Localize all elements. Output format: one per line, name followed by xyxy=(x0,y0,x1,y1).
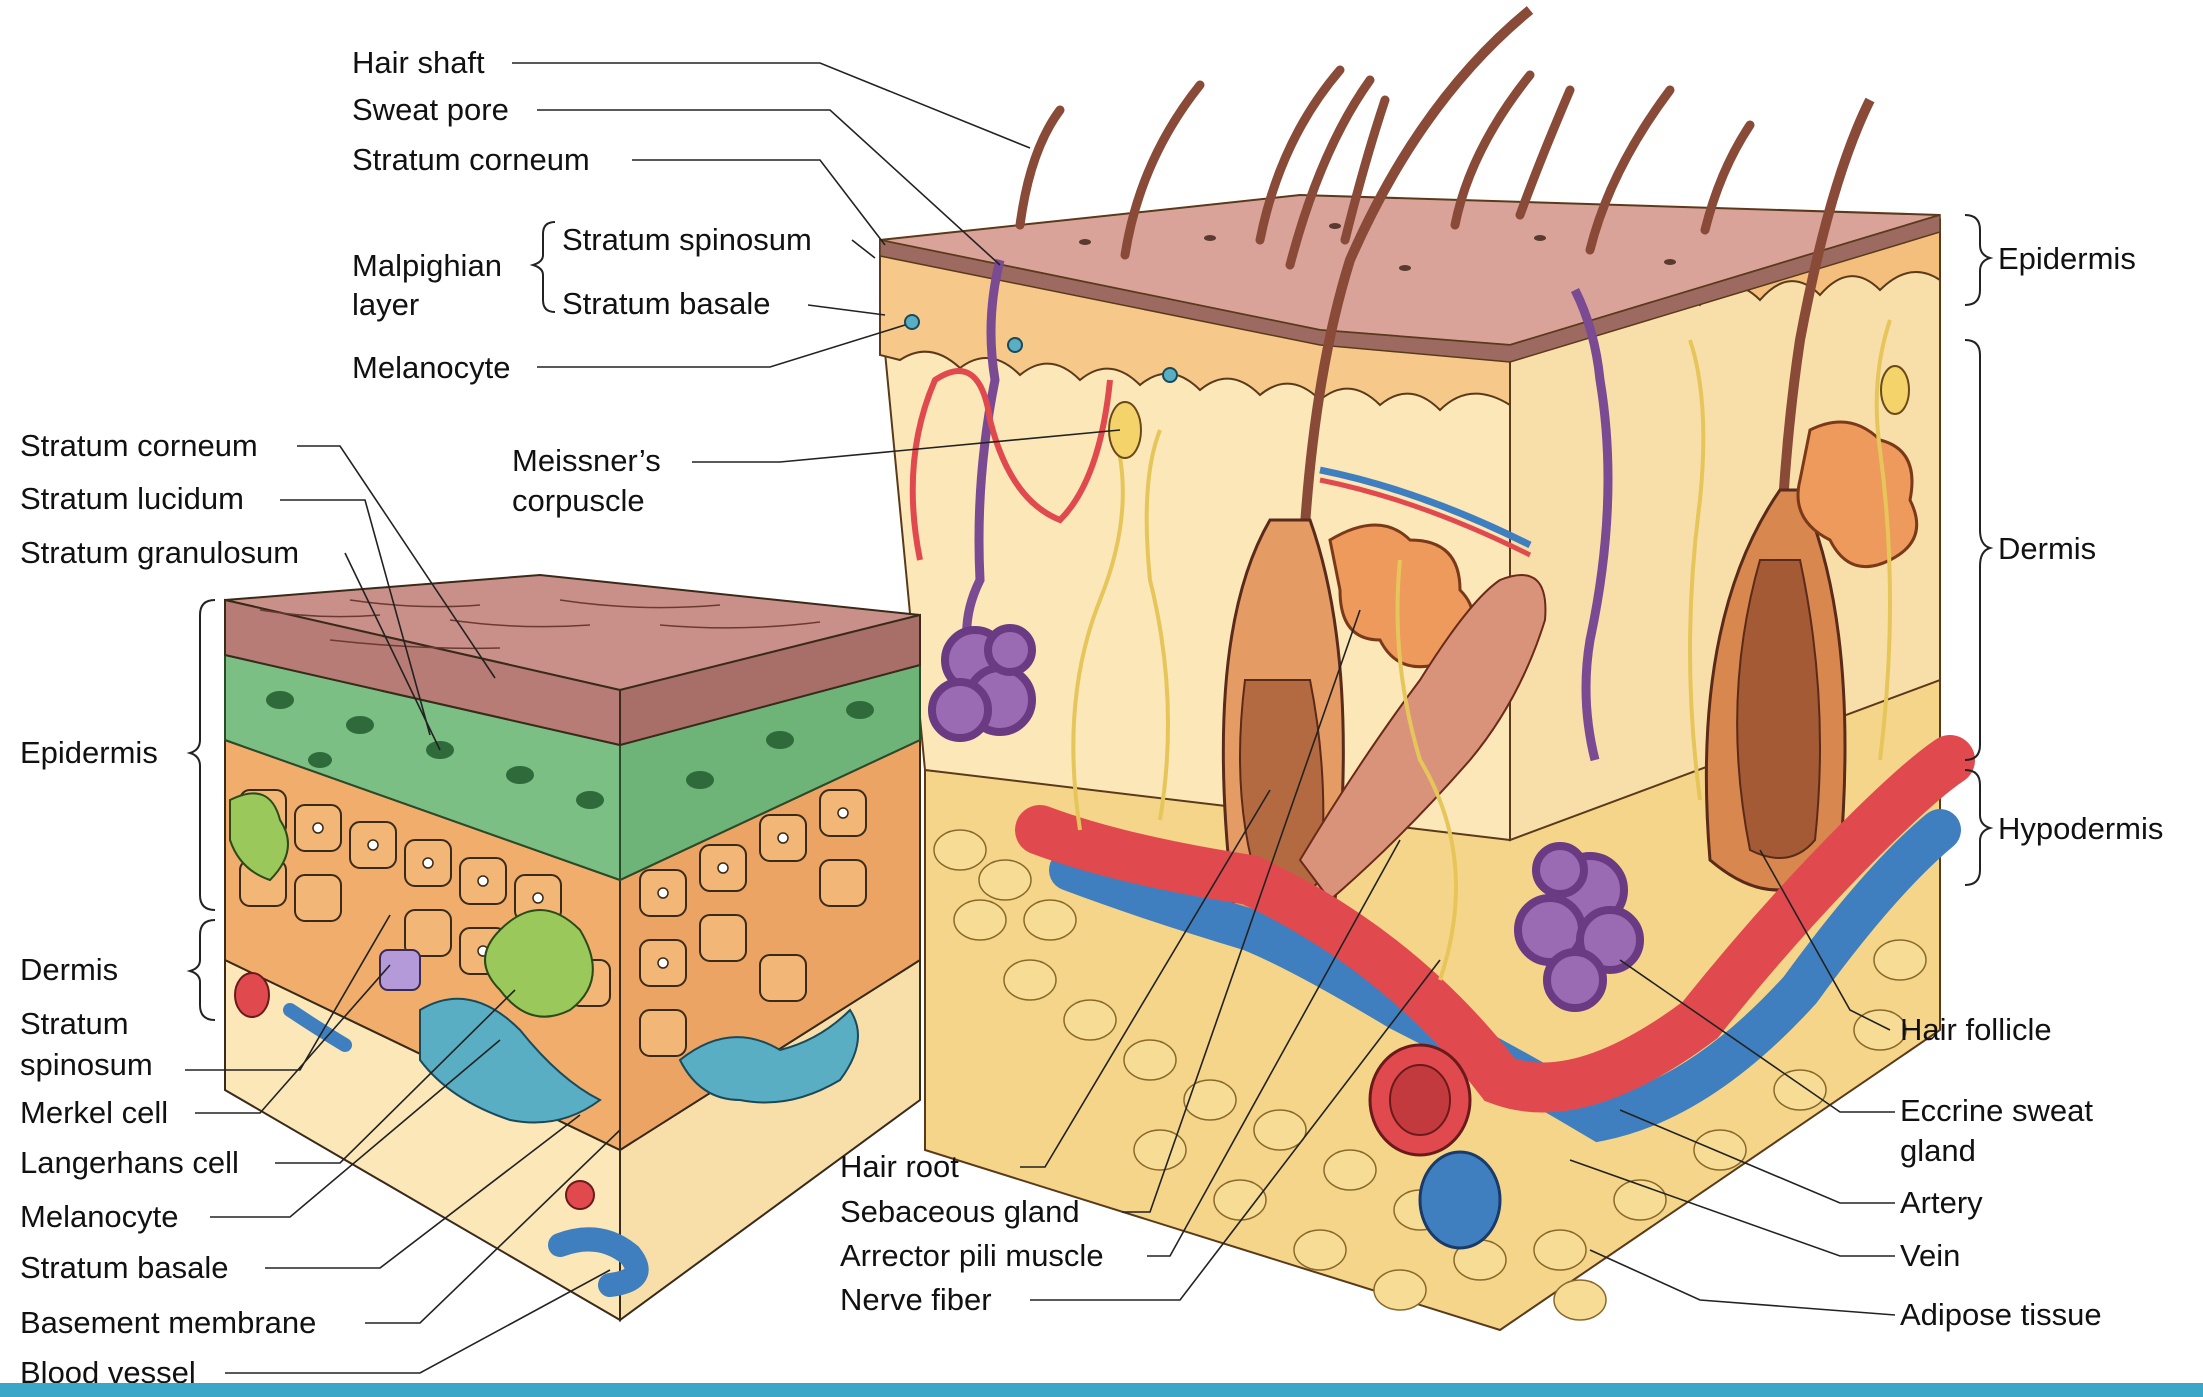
label-stratum-corneum-top: Stratum corneum xyxy=(352,142,590,177)
hypodermis-bracket-right xyxy=(1965,770,1990,885)
label-epidermis-right: Epidermis xyxy=(1998,241,2136,276)
label-epidermis-left: Epidermis xyxy=(20,735,158,770)
label-melanocyte-left: Melanocyte xyxy=(20,1199,179,1234)
artery-lumen xyxy=(1390,1065,1450,1135)
label-langerhans-cell: Langerhans cell xyxy=(20,1145,239,1180)
dermis-bracket-left xyxy=(190,920,215,1020)
label-merkel-cell: Merkel cell xyxy=(20,1095,168,1130)
label-arrector-pili: Arrector pili muscle xyxy=(840,1238,1104,1273)
label-hair-root: Hair root xyxy=(840,1149,959,1184)
malpighian-bracket xyxy=(533,222,555,312)
label-eccrine-1: Eccrine sweat xyxy=(1900,1093,2093,1128)
label-hypodermis: Hypodermis xyxy=(1998,811,2163,846)
hair-follicle-2-inner xyxy=(1737,560,1820,858)
label-stratum-basale-top: Stratum basale xyxy=(562,286,771,321)
label-stratum-granulosum: Stratum granulosum xyxy=(20,535,299,570)
vein-cross-section xyxy=(1420,1152,1500,1248)
label-nerve-fiber: Nerve fiber xyxy=(840,1282,992,1317)
label-malpighian-1: Malpighian xyxy=(352,248,502,283)
label-melanocyte-top: Melanocyte xyxy=(352,350,511,385)
label-dermis-left: Dermis xyxy=(20,952,118,987)
label-eccrine-2: gland xyxy=(1900,1133,1976,1168)
label-adipose-tissue: Adipose tissue xyxy=(1900,1297,2102,1332)
epidermis-bracket-left xyxy=(190,600,215,910)
label-dermis-right: Dermis xyxy=(1998,531,2096,566)
label-stratum-spinosum-left-2: spinosum xyxy=(20,1047,153,1082)
eccrine-sweat-gland-1 xyxy=(932,628,1032,738)
label-basement-membrane: Basement membrane xyxy=(20,1305,316,1340)
label-stratum-spinosum-left-1: Stratum xyxy=(20,1006,129,1041)
label-hair-shaft: Hair shaft xyxy=(352,45,485,80)
label-stratum-lucidum: Stratum lucidum xyxy=(20,481,244,516)
epidermis-bracket-right xyxy=(1965,215,1990,305)
label-stratum-corneum-left: Stratum corneum xyxy=(20,428,258,463)
label-stratum-basale-left: Stratum basale xyxy=(20,1250,229,1285)
label-vein: Vein xyxy=(1900,1238,1960,1273)
label-sweat-pore: Sweat pore xyxy=(352,92,509,127)
label-meissner-1: Meissner’s xyxy=(512,443,661,478)
label-meissner-2: corpuscle xyxy=(512,483,645,518)
label-artery: Artery xyxy=(1900,1185,1983,1220)
label-sebaceous-gland: Sebaceous gland xyxy=(840,1194,1080,1229)
large-skin-block xyxy=(880,10,1950,1330)
label-stratum-spinosum-top: Stratum spinosum xyxy=(562,222,812,257)
bottom-accent-bar xyxy=(0,1383,2203,1397)
meissners-corpuscle-2 xyxy=(1881,366,1909,414)
label-malpighian-2: layer xyxy=(352,287,419,322)
label-hair-follicle: Hair follicle xyxy=(1900,1012,2052,1047)
small-skin-block xyxy=(225,575,920,1320)
dermis-bracket-right xyxy=(1965,340,1990,760)
